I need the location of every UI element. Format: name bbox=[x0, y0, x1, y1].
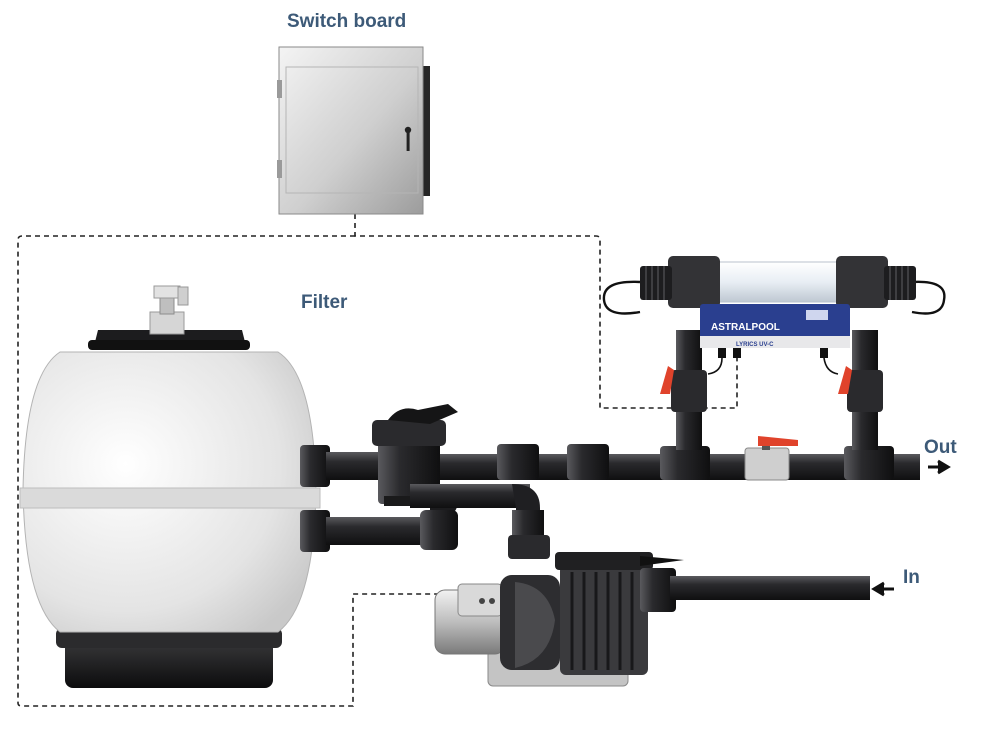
circulation-pump bbox=[434, 552, 684, 687]
electrical-wiring bbox=[17, 214, 738, 707]
uv-inlet-valve-handle bbox=[660, 366, 674, 394]
pump-to-filter-pipe bbox=[410, 484, 550, 559]
suction-pipe bbox=[670, 576, 894, 600]
sand-filter-tank bbox=[19, 285, 321, 688]
in-arrow-icon bbox=[871, 581, 894, 597]
switch-board-box bbox=[277, 46, 430, 215]
return-pipe bbox=[440, 436, 951, 481]
uv-c-sterilizer: ASTRALPOOL LYRICS UV-C bbox=[602, 256, 946, 450]
switch-board-label: Switch board bbox=[287, 11, 407, 32]
wire-switchboard-to-pump bbox=[17, 235, 440, 707]
uv-outlet-valve-handle bbox=[838, 366, 852, 394]
bypass-valve bbox=[744, 436, 798, 481]
out-arrow-icon bbox=[928, 459, 951, 475]
wire-switchboard-to-uv bbox=[354, 214, 738, 409]
in-label: In bbox=[903, 567, 920, 588]
uv-brand-label: ASTRALPOOL bbox=[711, 322, 780, 333]
uv-model-label: LYRICS UV-C bbox=[736, 342, 774, 348]
filter-label: Filter bbox=[301, 292, 348, 313]
out-label: Out bbox=[924, 437, 957, 458]
